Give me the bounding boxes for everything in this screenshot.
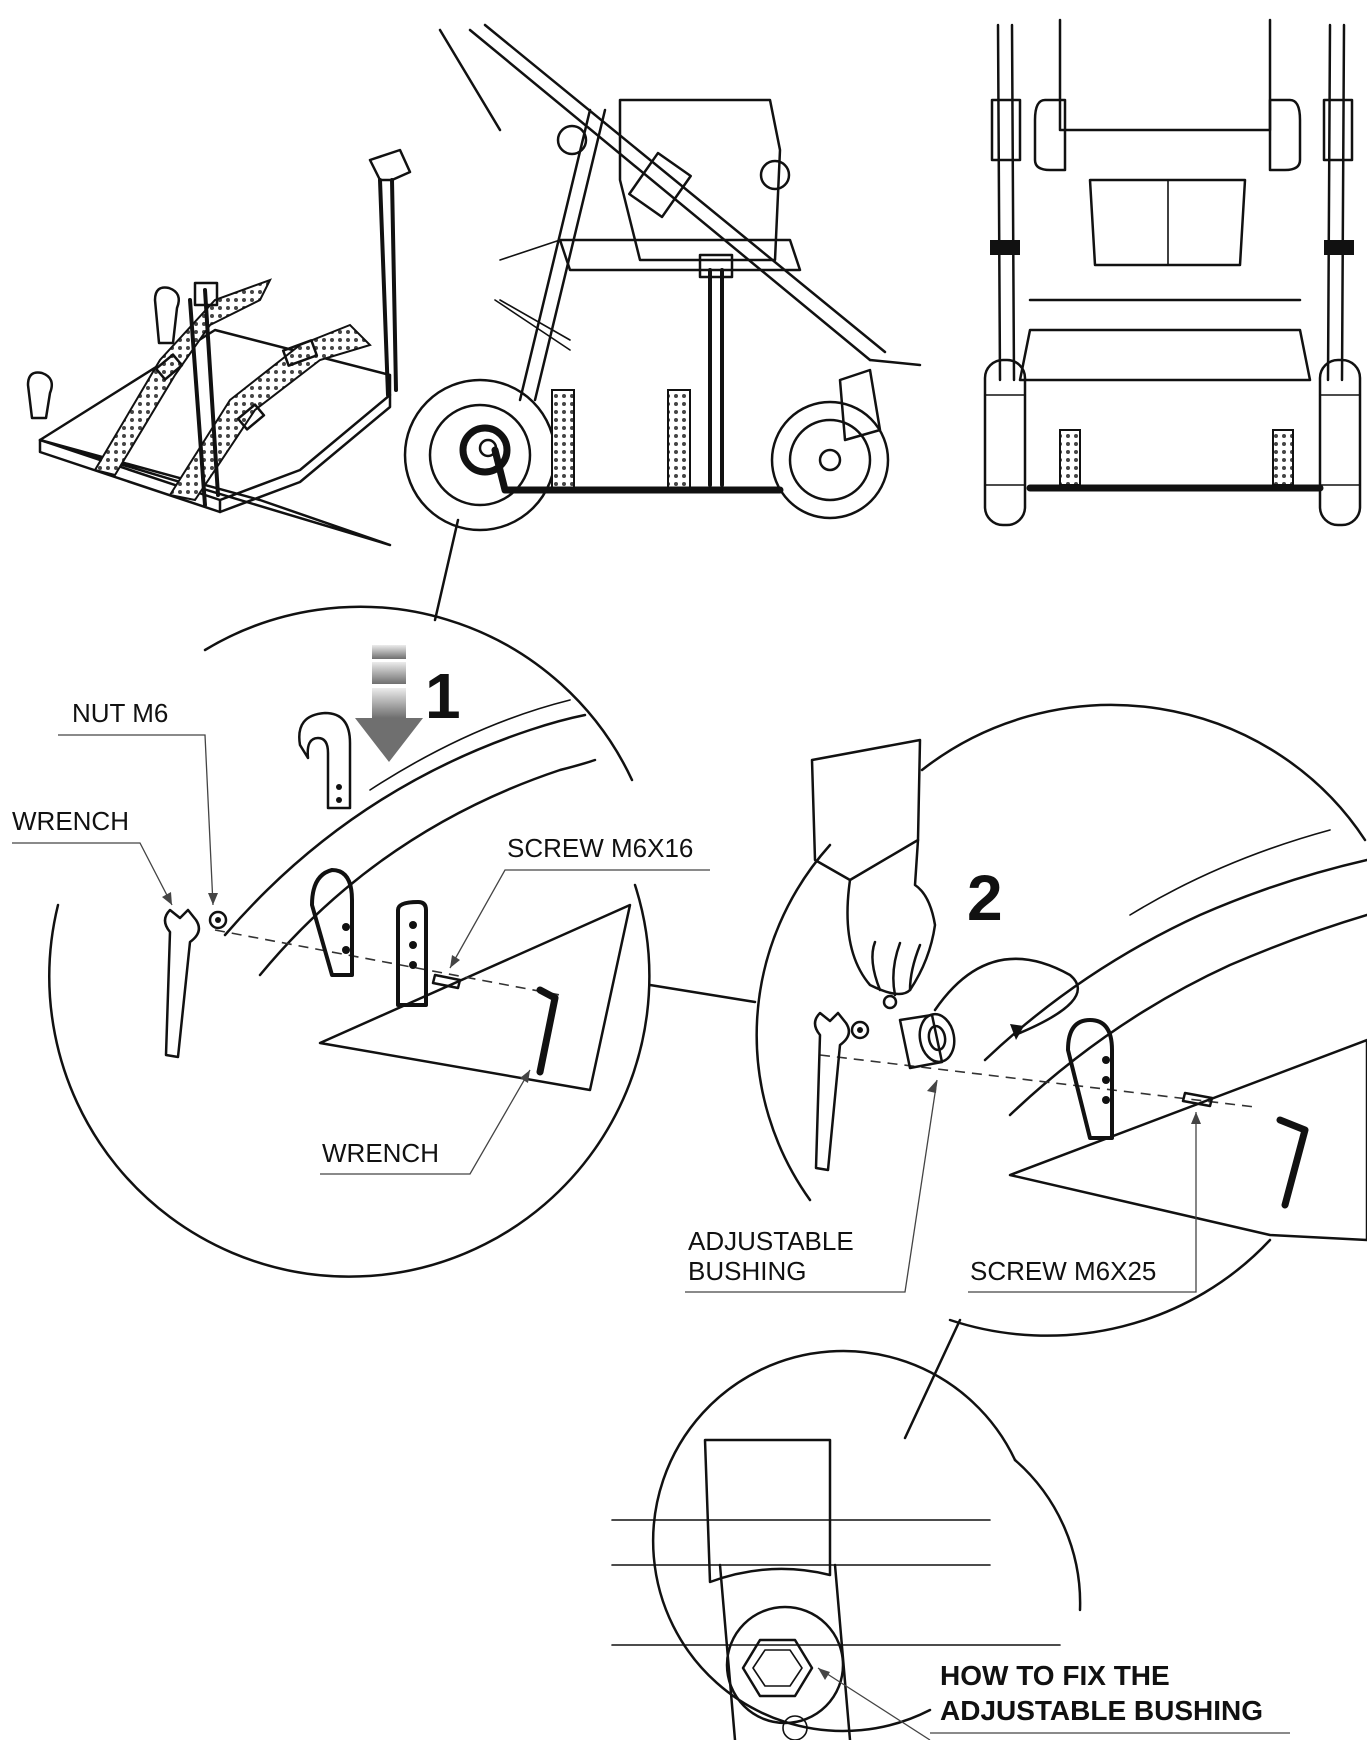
detail-circle-fix-bushing [611,1349,1082,1740]
stroller-front-view-icon [983,18,1362,527]
step-number-2: 2 [967,862,1003,934]
label-wrench-1: WRENCH [12,806,129,836]
wrench-icon [163,908,201,1059]
label-adjustable-bushing-line1: ADJUSTABLE [688,1226,854,1256]
hex-key-icon-2 [1276,1116,1309,1209]
label-adjustable-bushing-line2: BUSHING [688,1256,806,1286]
hand-icon [810,738,937,1010]
detail-circle-step1 [48,605,651,1278]
down-arrow-icon [355,645,423,762]
footrest-icon [26,148,412,547]
label-nut-m6: NUT M6 [72,698,168,728]
label-wrench-2: WRENCH [322,1138,439,1168]
nut-icon [208,910,228,930]
label-how-to-fix-line1: HOW TO FIX THE [940,1660,1170,1691]
hex-key-icon [536,986,559,1076]
label-how-to-fix-line2: ADJUSTABLE BUSHING [940,1695,1263,1726]
label-screw-m6x25: SCREW M6X25 [970,1256,1156,1286]
label-screw-m6x16: SCREW M6X16 [507,833,693,863]
detail-circle-step2 [755,703,1367,1337]
nut-icon-2 [850,1020,870,1040]
bushing-icon [898,1012,956,1070]
step-number-1: 1 [425,660,461,732]
wrench-icon-2 [813,1011,851,1172]
stroller-side-view-icon [403,23,922,532]
